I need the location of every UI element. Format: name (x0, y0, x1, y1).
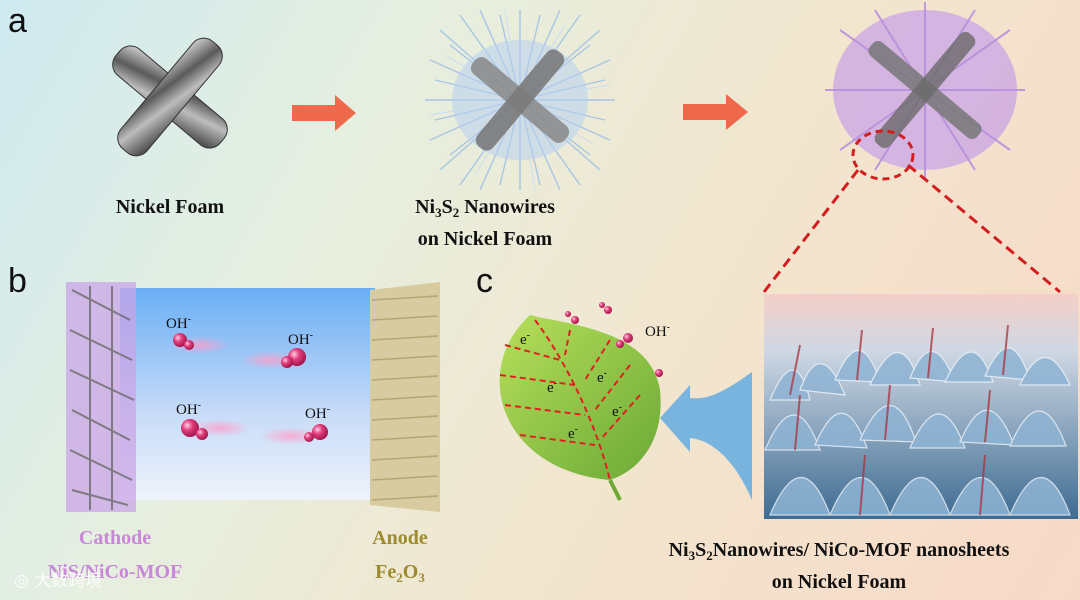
electron-label-4: e- (612, 402, 623, 420)
panel-label-c: c (476, 262, 493, 300)
cathode-label: Cathode (78, 527, 152, 549)
cathode-material: NiS/NiCo-MOF (47, 561, 183, 583)
zoom-circle (851, 129, 915, 181)
oh-label-2: OH- (288, 330, 314, 348)
oh-label-1: OH- (166, 314, 192, 332)
cathode-electrode (66, 282, 136, 512)
watermark: ◎ 大数跨境 (14, 571, 103, 591)
electron-label-2: e- (547, 378, 558, 396)
zoom-line-right (907, 163, 1061, 294)
electron-label-1: e- (520, 330, 531, 348)
anode-material: Fe2O3 (375, 561, 425, 585)
hydroxide-ions (170, 333, 328, 445)
zoom-line-left (762, 169, 860, 293)
process-arrow-1 (292, 95, 356, 131)
panel-label-b: b (8, 262, 27, 300)
leaf (499, 315, 661, 501)
caption-ni3s2-nanowires: Ni3S2 Nanowires on Nickel Foam (415, 196, 555, 250)
process-arrow-2 (683, 94, 748, 130)
nanowire-foam (425, 9, 615, 191)
caption-nanosheets: Ni3S2Nanowires/ NiCo-MOF nanosheets on N… (668, 539, 1010, 593)
electrolyte-cell (120, 288, 375, 500)
electron-label-3: e- (597, 368, 608, 386)
transfer-arrow (660, 372, 752, 500)
caption-nickel-foam: Nickel Foam (115, 196, 225, 218)
oh-label-4: OH- (305, 404, 331, 422)
panel-label-a: a (8, 2, 27, 40)
electron-label-5: e- (568, 424, 579, 442)
anode-electrode (370, 282, 440, 512)
oh-label-leaf: OH- (645, 322, 671, 340)
nickel-foam-cross (112, 37, 228, 157)
watermark-icon: ◎ (14, 571, 35, 591)
leaf-ions (565, 302, 663, 377)
anode-label: Anode (372, 527, 428, 549)
nanosheet-closeup (764, 294, 1078, 519)
oh-label-3: OH- (176, 400, 202, 418)
